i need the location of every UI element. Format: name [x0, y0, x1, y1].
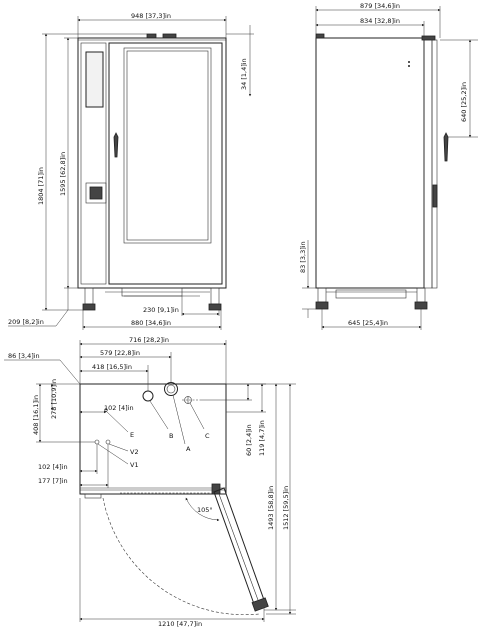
top-knob	[146, 33, 157, 39]
top-knob	[162, 33, 177, 39]
side-control-dial	[432, 184, 438, 208]
dim-side-drain-height: 83 [3,3]in	[299, 241, 307, 273]
callout-v1: V1	[130, 461, 139, 469]
callout-a: A	[186, 445, 191, 453]
callout-b: B	[169, 432, 173, 440]
dim-side-total-depth: 879 [34,6]in	[360, 2, 400, 10]
dim-front-top-offset: 34 [1,4]in	[240, 58, 248, 90]
dim-plan-119: 119 [4,7]in	[258, 420, 266, 456]
dim-front-base-offset: 230 [9,1]in	[143, 306, 179, 314]
side-drain	[335, 289, 407, 299]
front-foot-right	[208, 303, 222, 311]
door-handle	[113, 132, 119, 158]
connection-v1	[94, 439, 100, 445]
dim-plan-left-offset: 86 [3,4]in	[8, 352, 40, 360]
control-dial-frame	[85, 182, 107, 204]
door	[108, 42, 223, 285]
door-angle-label: 105°	[197, 506, 213, 514]
opened-door-handle	[251, 597, 269, 612]
opened-door	[213, 487, 265, 605]
callout-v2: V2	[130, 448, 139, 456]
dim-plan-278: 278 [10,9]in	[50, 379, 58, 419]
dim-side-door-height: 640 [25,2]in	[460, 82, 468, 122]
dim-front-base-width: 880 [34,6]in	[131, 319, 171, 327]
connection-b	[142, 390, 154, 402]
side-door-panel	[431, 39, 438, 289]
side-leg-left	[317, 287, 327, 303]
dim-side-body-depth: 834 [32,8]in	[360, 17, 400, 25]
front-leg-right	[210, 287, 220, 305]
plan-view: B A C E V2 V1 105° 716 [28,2]in 579 [22,…	[4, 336, 296, 628]
door-glass	[126, 50, 209, 241]
dim-side-base-depth: 645 [25,4]in	[348, 319, 388, 327]
dim-plan-width-579: 579 [22,8]in	[100, 349, 140, 357]
callout-e: E	[130, 431, 134, 439]
dim-plan-overall-width: 716 [28,2]in	[129, 336, 169, 344]
dim-plan-102-top: 102 [4]in	[104, 404, 134, 412]
side-foot-left	[315, 301, 329, 310]
dim-plan-177: 177 [7]in	[38, 477, 68, 485]
dim-front-total-height: 1804 [71]in	[37, 167, 45, 205]
front-leg-left	[84, 287, 94, 305]
front-foot-left	[82, 303, 96, 311]
side-leg-right	[416, 287, 426, 303]
dim-plan-102-bottom: 102 [4]in	[38, 463, 68, 471]
dim-plan-swing-width: 1210 [47,7]in	[158, 620, 202, 628]
dim-front-leg-offset: 209 [8,2]in	[8, 318, 44, 326]
dim-front-body-height: 1595 [62,8]in	[59, 152, 67, 196]
dim-front-width: 948 [37,3]in	[131, 12, 171, 20]
side-door-edge	[423, 39, 433, 289]
callout-c: C	[205, 432, 210, 440]
side-body	[315, 37, 425, 289]
side-view: 879 [34,6]in 834 [32,8]in 640 [25,2]in 8…	[299, 2, 478, 330]
side-foot-right	[414, 301, 428, 310]
hinge-block	[211, 483, 221, 495]
control-dial	[89, 186, 103, 200]
dim-plan-depth-1512: 1512 [59,5]in	[282, 486, 290, 530]
connection-v2	[105, 439, 111, 445]
plan-body	[79, 383, 227, 495]
door-swing-arc	[102, 497, 260, 615]
control-panel	[80, 42, 107, 285]
door-window	[123, 47, 212, 244]
dim-plan-408: 408 [16,1]in	[32, 395, 40, 435]
front-view: 948 [37,3]in 34 [1,4]in 1804 [71]in 1595…	[8, 12, 254, 330]
dim-plan-60: 60 [2,4]in	[245, 424, 253, 456]
dim-plan-width-418: 418 [16,5]in	[92, 363, 132, 371]
display-screen	[85, 51, 104, 108]
dim-plan-depth-1493: 1493 [58,8]in	[267, 486, 275, 530]
side-door-handle	[443, 132, 449, 162]
